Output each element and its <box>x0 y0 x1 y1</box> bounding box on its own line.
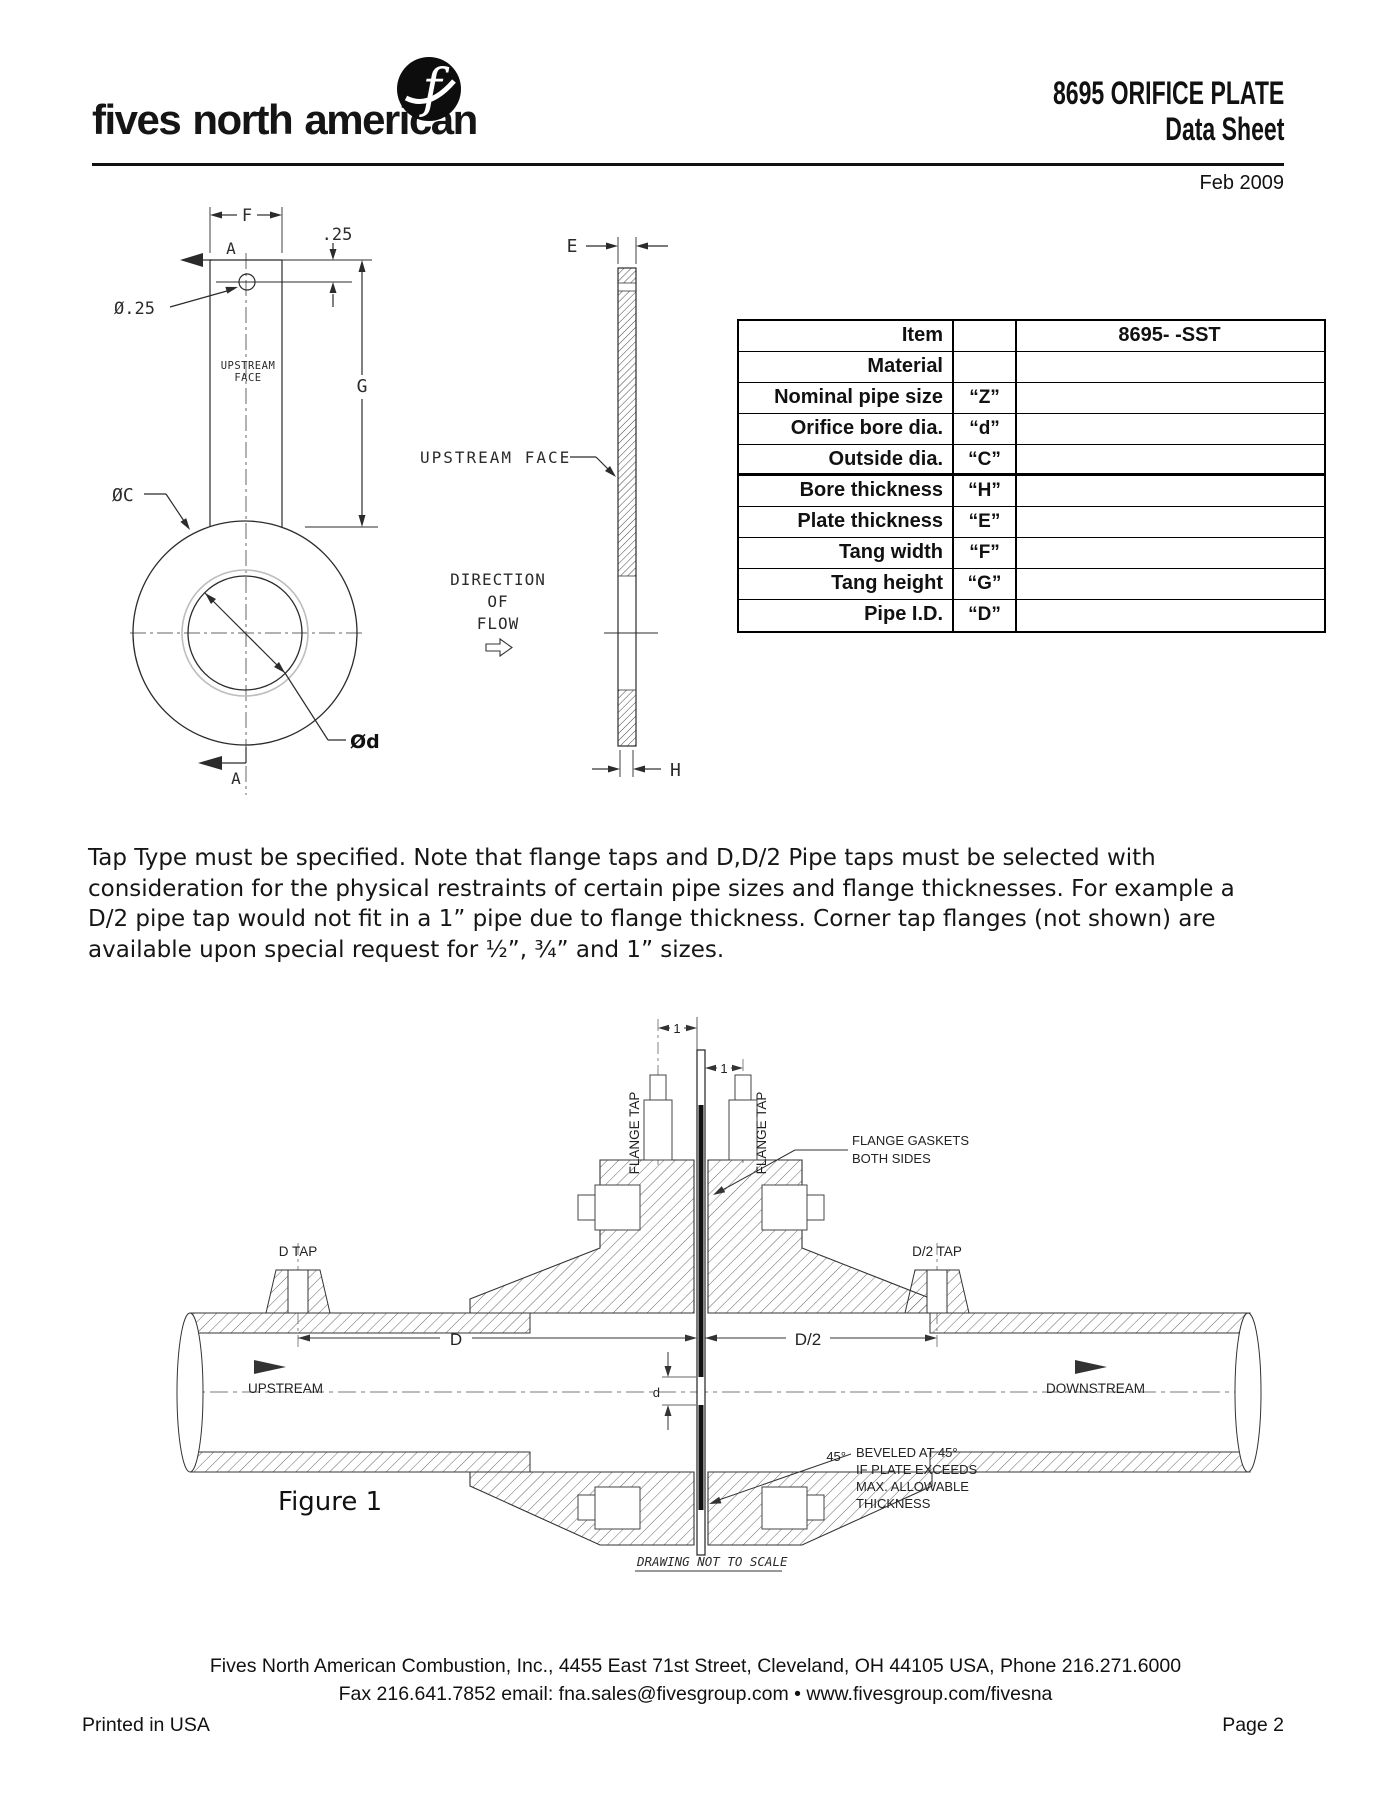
fig-flange-tap-right-label: FLANGE TAP <box>754 1092 769 1175</box>
fig-bevel-note-line4: THICKNESS <box>856 1496 931 1511</box>
row-value <box>1017 507 1322 537</box>
paragraph-line: available upon special request for ½”, ¾… <box>88 936 725 963</box>
front-hole-dia-label: Ø.25 <box>114 299 155 319</box>
page-number: Page 2 <box>1222 1714 1284 1736</box>
side-dim-h-label: H <box>670 760 681 781</box>
fig-upstream-label: UPSTREAM <box>248 1381 323 1396</box>
fives-logo-icon: f <box>397 57 461 121</box>
row-value: 8695- -SST <box>1118 324 1221 346</box>
fig-dim-one-right: 1 <box>720 1061 727 1076</box>
row-letter: “d” <box>954 414 1017 444</box>
figure-caption: Figure 1 <box>278 1487 382 1517</box>
spec-table: Item 8695- -SST Material Nominal pipe siz… <box>737 319 1326 633</box>
row-letter: “F” <box>954 538 1017 568</box>
row-value <box>1017 476 1322 506</box>
printed-in-usa-label: Printed in USA <box>82 1714 210 1736</box>
row-value <box>1017 414 1322 444</box>
front-bore-dia-label: Ød <box>350 731 380 753</box>
title-line2: Data Sheet <box>1164 110 1284 147</box>
row-label: Nominal pipe size <box>739 383 954 413</box>
side-dim-e-label: E <box>567 236 578 257</box>
row-label: Material <box>739 352 954 382</box>
fig-gasket-note-line2: BOTH SIDES <box>852 1151 931 1166</box>
table-row: Nominal pipe size“Z” <box>739 383 1324 414</box>
row-label: Item <box>739 321 954 351</box>
figure-1-pipe-section-drawing: 1 1 FLANGE TAP FLANGE TAP FLANGE GASKETS… <box>176 1005 1262 1580</box>
header-divider <box>92 163 1284 166</box>
row-value <box>1017 538 1322 568</box>
row-label: Bore thickness <box>739 476 954 506</box>
row-label: Tang width <box>739 538 954 568</box>
orifice-plate-front-view-drawing: F A .25 Ø.25 UPSTREAM FACE G ØC Ød A <box>112 206 380 805</box>
table-row: Outside dia.“C” <box>739 445 1324 476</box>
front-outside-dia-label: ØC <box>112 485 134 506</box>
front-dim-g-label: G <box>357 376 368 397</box>
fig-angle-label: 45° <box>826 1449 846 1464</box>
fig-d-tap-label: D TAP <box>279 1244 318 1259</box>
table-row: Item 8695- -SST <box>739 321 1324 352</box>
orifice-plate-side-view-drawing: E UPSTREAM FACE DIRECTION OF FLOW H <box>420 236 681 781</box>
row-value <box>1017 383 1322 413</box>
row-letter: “G” <box>954 569 1017 599</box>
row-letter <box>954 321 1017 351</box>
fig-bevel-note-line3: MAX. ALLOWABLE <box>856 1479 969 1494</box>
direction-of-flow-line2: OF <box>487 592 508 611</box>
row-letter: “D” <box>954 600 1017 631</box>
table-row: Orifice bore dia.“d” <box>739 414 1324 445</box>
fig-gasket-note-line1: FLANGE GASKETS <box>852 1133 969 1148</box>
table-row: Plate thickness“E” <box>739 507 1324 538</box>
figure-scale-note: DRAWING NOT TO SCALE <box>636 1554 788 1569</box>
row-letter <box>954 352 1017 382</box>
direction-of-flow-line3: FLOW <box>477 614 520 633</box>
tap-type-paragraph: Tap Type must be specified. Note that fl… <box>88 843 1328 965</box>
table-row: Pipe I.D.“D” <box>739 600 1324 631</box>
row-letter: “E” <box>954 507 1017 537</box>
paragraph-line: D/2 pipe tap would not fit in a 1” pipe … <box>88 906 1216 932</box>
row-label: Plate thickness <box>739 507 954 537</box>
fig-dim-one-left: 1 <box>673 1021 680 1036</box>
row-letter: “C” <box>954 445 1017 473</box>
table-row: Bore thickness“H” <box>739 476 1324 507</box>
title-line1: 8695 ORIFICE PLATE <box>1052 75 1284 111</box>
row-value <box>1017 445 1322 473</box>
front-dim-f-label: F <box>242 206 252 226</box>
fig-bevel-note-line1: BEVELED AT 45° <box>856 1445 958 1460</box>
row-label: Orifice bore dia. <box>739 414 954 444</box>
side-upstream-face-label: UPSTREAM FACE <box>420 448 571 467</box>
front-section-a-top-label: A <box>226 239 236 258</box>
row-letter: “H” <box>954 476 1017 506</box>
table-row: Tang width“F” <box>739 538 1324 569</box>
fig-flange-tap-left-label: FLANGE TAP <box>627 1092 642 1175</box>
front-dim-25-label: .25 <box>322 225 353 245</box>
paragraph-line: Tap Type must be specified. Note that fl… <box>88 845 1156 871</box>
footer-contact: Fax 216.641.7852 email: fna.sales@fivesg… <box>338 1683 1053 1705</box>
fig-d2-tap-label: D/2 TAP <box>912 1244 962 1259</box>
fig-dim-d-label: D <box>450 1330 462 1349</box>
front-upstream-face-line1: UPSTREAM <box>221 360 276 372</box>
table-row: Material <box>739 352 1324 383</box>
front-upstream-face-line2: FACE <box>234 372 261 384</box>
paragraph-line: consideration for the physical restraint… <box>88 875 1235 902</box>
row-label: Pipe I.D. <box>739 600 954 631</box>
direction-of-flow-line1: DIRECTION <box>450 570 546 589</box>
table-row: Tang height“G” <box>739 569 1324 600</box>
row-value <box>1017 569 1322 599</box>
row-label: Outside dia. <box>739 445 954 473</box>
row-letter: “Z” <box>954 383 1017 413</box>
front-section-a-bottom-label: A <box>231 769 241 788</box>
row-label: Tang height <box>739 569 954 599</box>
fig-dim-d2-label: D/2 <box>795 1330 821 1349</box>
fig-bevel-note-line2: IF PLATE EXCEEDS <box>856 1462 977 1477</box>
footer-address: Fives North American Combustion, Inc., 4… <box>209 1655 1182 1677</box>
document-date: Feb 2009 <box>1199 172 1284 194</box>
row-value <box>1017 600 1322 631</box>
fig-downstream-label: DOWNSTREAM <box>1046 1381 1145 1396</box>
fig-dim-d-small-label: d <box>653 1385 660 1400</box>
row-value <box>1017 352 1322 382</box>
document-title: 8695 ORIFICE PLATE Data Sheet <box>963 75 1284 148</box>
